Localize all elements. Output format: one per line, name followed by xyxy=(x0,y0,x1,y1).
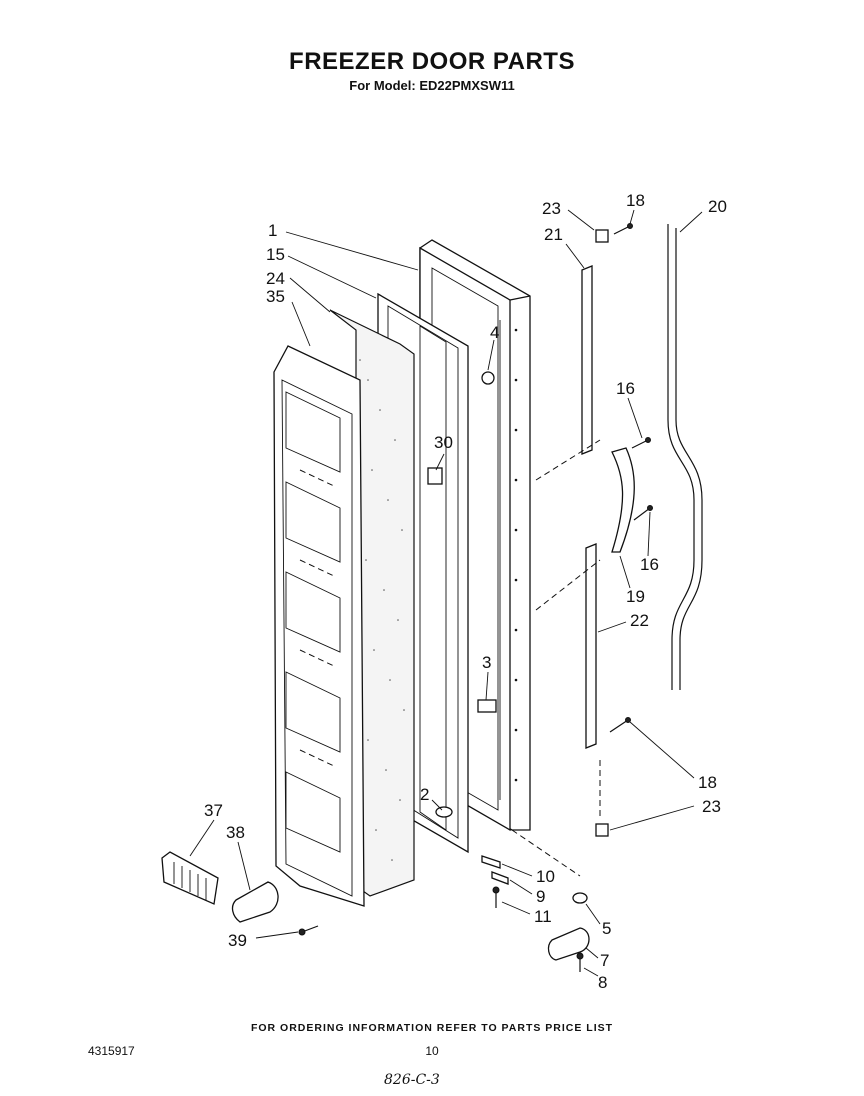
callout-37: 37 xyxy=(204,801,223,820)
callout-20: 20 xyxy=(708,197,727,216)
callout-38: 38 xyxy=(226,823,245,842)
screw-upper xyxy=(613,223,633,235)
lower-trim-rail xyxy=(585,543,597,749)
lower-hinge-cover xyxy=(231,881,279,923)
callout-23-bottom: 23 xyxy=(702,797,721,816)
callout-35: 35 xyxy=(266,287,285,306)
callout-5: 5 xyxy=(602,919,611,938)
callout-30: 30 xyxy=(434,433,453,452)
hinge-plate xyxy=(491,871,509,885)
hinge-screw xyxy=(492,886,500,908)
inner-door-liner xyxy=(273,345,365,907)
hinge-cap-lower xyxy=(595,823,609,837)
callout-7: 7 xyxy=(600,951,609,970)
bottom-hinge-screw xyxy=(576,952,584,972)
callout-4: 4 xyxy=(490,323,499,342)
bottom-hinge xyxy=(547,927,590,961)
document-number: 4315917 xyxy=(88,1044,135,1058)
callout-10: 10 xyxy=(536,867,555,886)
callout-18-top: 18 xyxy=(626,191,645,210)
callout-24: 24 xyxy=(266,269,285,288)
callout-3: 3 xyxy=(482,653,491,672)
callout-11: 11 xyxy=(534,907,552,926)
hinge-shim xyxy=(481,855,501,869)
callout-23-top: 23 xyxy=(542,199,561,218)
upper-trim-rail xyxy=(581,265,593,455)
kick-plate-grille xyxy=(161,851,219,905)
page-number: 10 xyxy=(425,1044,439,1058)
callout-39: 39 xyxy=(228,931,247,950)
callout-16-upper: 16 xyxy=(616,379,635,398)
bottom-bracket xyxy=(477,699,497,713)
callout-16-lower: 16 xyxy=(640,555,659,574)
callout-8: 8 xyxy=(598,973,607,992)
door-plug xyxy=(481,371,495,385)
page-title: FREEZER DOOR PARTS xyxy=(289,48,575,75)
door-stop-bracket xyxy=(427,467,443,485)
callout-9: 9 xyxy=(536,887,545,906)
callout-22: 22 xyxy=(630,611,649,630)
callout-19: 19 xyxy=(626,587,645,606)
handwritten-mark: 826-C-3 xyxy=(384,1072,440,1088)
callout-18-bottom: 18 xyxy=(698,773,717,792)
screw-handle-upper xyxy=(631,437,651,449)
handle-bracket xyxy=(611,447,635,553)
callout-21: 21 xyxy=(544,225,563,244)
hinge-pin-bushing xyxy=(435,806,453,818)
ordering-info-note: FOR ORDERING INFORMATION REFER TO PARTS … xyxy=(250,1022,614,1034)
screw-lower-rail xyxy=(609,717,631,733)
screw-handle-lower xyxy=(633,505,653,521)
callout-15: 15 xyxy=(266,245,285,264)
hinge-bushing-bottom xyxy=(572,892,588,904)
callout-2: 2 xyxy=(420,785,429,804)
cover-screw xyxy=(298,925,319,936)
callout-1: 1 xyxy=(268,221,277,240)
assembly-guide-lines xyxy=(511,439,601,877)
model-subtitle: For Model: ED22PMXSW11 xyxy=(349,78,515,93)
hinge-cap-upper xyxy=(595,229,609,243)
door-gasket-strip xyxy=(667,224,703,690)
leader-lines xyxy=(189,209,703,977)
